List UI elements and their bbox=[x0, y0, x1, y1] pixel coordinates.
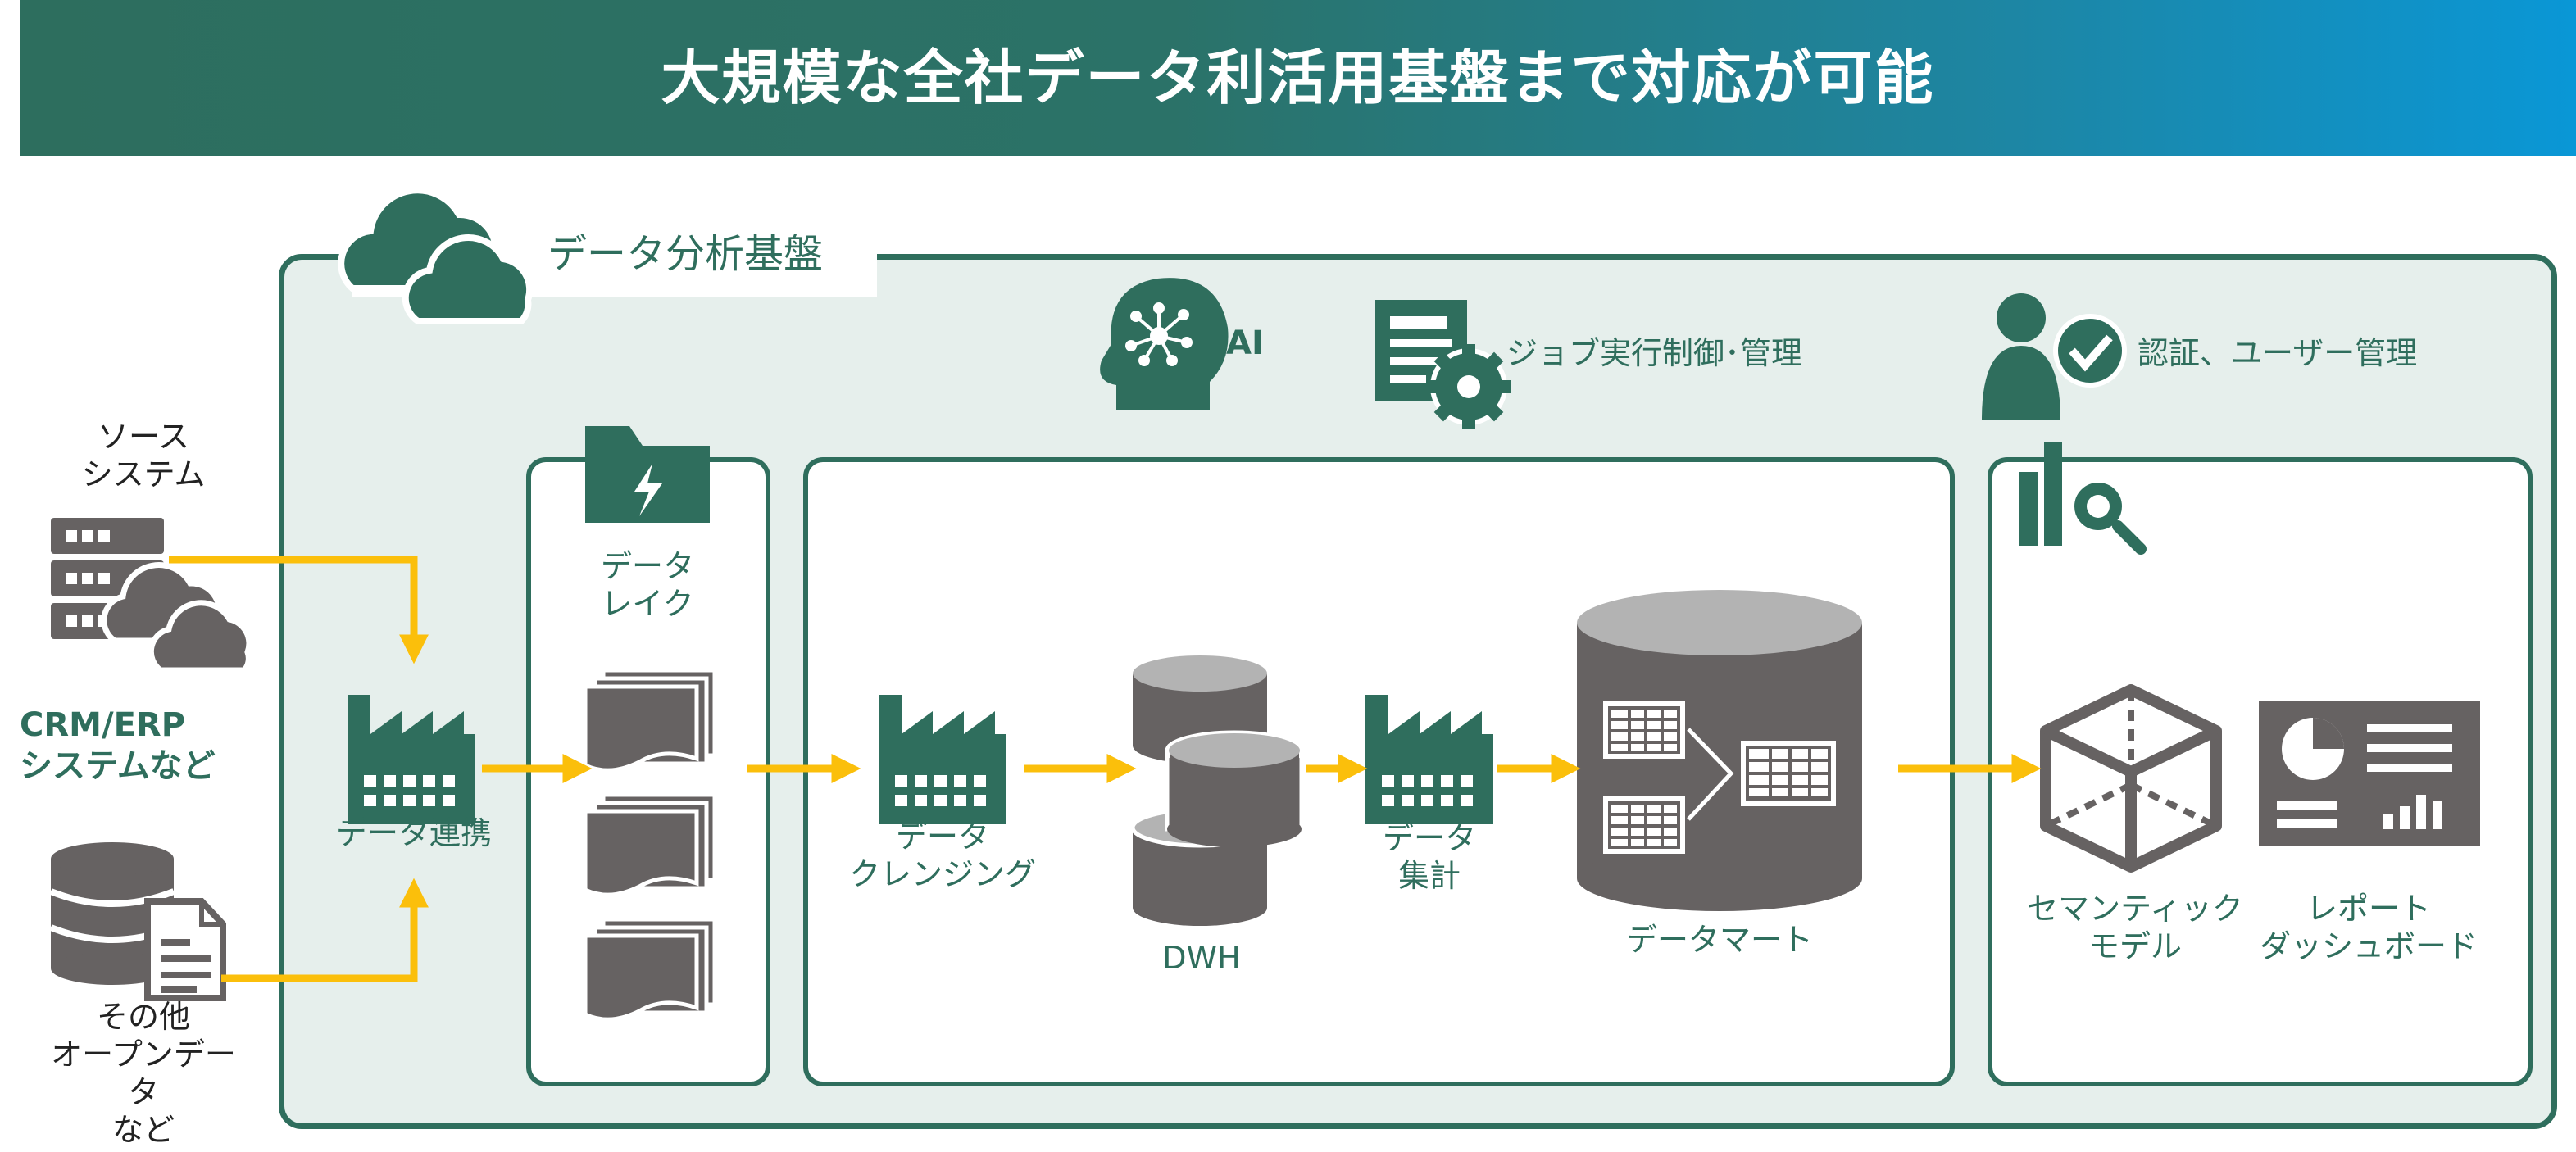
data-integration-label: データ連携 bbox=[335, 815, 492, 851]
platform-label: データ分析基盤 bbox=[547, 231, 824, 277]
data-aggregation-label: データ 集計 bbox=[1382, 820, 1476, 894]
file-stack-icon bbox=[583, 917, 717, 1022]
report-dashboard-label: レポート ダッシュボード bbox=[2259, 891, 2478, 964]
ai-head-icon bbox=[1100, 278, 1229, 410]
auth-label: 認証、ユーザー管理 bbox=[2138, 335, 2418, 371]
source-cloud-icon bbox=[101, 562, 252, 674]
file-stack-icon bbox=[583, 792, 717, 897]
job-control-label: ジョブ実行制御･管理 bbox=[1506, 335, 1803, 371]
factory-icon bbox=[1365, 695, 1493, 824]
arrow-other-to-integration bbox=[221, 878, 429, 982]
data-lake-label: データ レイク bbox=[600, 548, 694, 622]
dwh-database-icon bbox=[1130, 655, 1304, 926]
cloud-icon bbox=[338, 187, 534, 324]
crm-erp-label: CRM/ERP システムなど bbox=[20, 706, 216, 785]
source-system-label: ソース システム bbox=[81, 419, 206, 492]
factory-icon bbox=[879, 695, 1006, 824]
flow-arrows bbox=[169, 556, 2042, 982]
title-banner bbox=[20, 0, 2576, 156]
factory-icon bbox=[348, 695, 475, 824]
data-cleansing-label: データ クレンジング bbox=[848, 819, 1036, 892]
job-document-gear-icon bbox=[1375, 300, 1511, 429]
data-mart-label: データマート bbox=[1625, 922, 1813, 958]
chart-search-icon bbox=[2019, 442, 2147, 555]
other-open-data-label: その他 オープンデータ など bbox=[51, 999, 236, 1148]
user-check-icon bbox=[1982, 293, 2127, 420]
file-stack-icon bbox=[583, 668, 717, 773]
ai-label: AI bbox=[1226, 324, 1264, 362]
arrow-source-to-integration bbox=[169, 556, 429, 664]
report-dashboard-icon bbox=[2259, 701, 2480, 846]
semantic-cube-icon bbox=[2040, 684, 2222, 873]
semantic-model-label: セマンティック モデル bbox=[2027, 891, 2243, 964]
data-mart-database-icon bbox=[1577, 590, 1862, 911]
folder-lightning-icon bbox=[585, 426, 710, 523]
table-icon bbox=[1741, 741, 1836, 806]
dwh-label: DWH bbox=[1162, 940, 1241, 976]
database-document-icon bbox=[49, 842, 226, 1001]
table-icon bbox=[1603, 796, 1685, 854]
page-title: 大規模な全社データ利活用基盤まで対応が可能 bbox=[661, 43, 1935, 112]
table-icon bbox=[1603, 701, 1685, 759]
